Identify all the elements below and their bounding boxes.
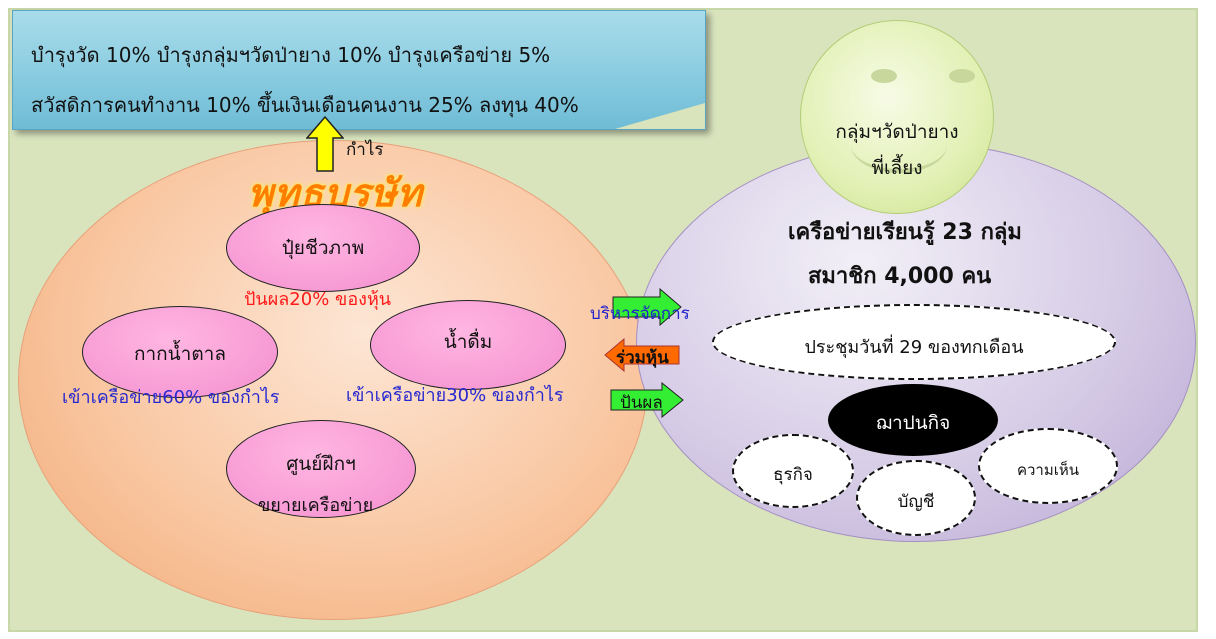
meeting-ellipse: ประชุมวันที่ 29 ของทกเดือน xyxy=(712,304,1116,380)
unit-training: ศูนย์ฝึกฯ xyxy=(226,420,416,518)
mentor-group-role: พี่เลี้ยง xyxy=(871,157,923,179)
allocation-line-2: สวัสดิการคนทำงาน 10% ขึ้นเงินเดือนคนงาน … xyxy=(31,93,579,117)
mentor-group-name: กลุ่มฯวัดป่ายาง xyxy=(835,121,959,143)
business-label: ธุรกิจ xyxy=(773,465,813,485)
accounting-ellipse: บัญชี xyxy=(856,460,976,536)
unit-fertilizer-note: ปันผล20% ของหุ้น xyxy=(244,289,392,310)
business-ellipse: ธุรกิจ xyxy=(732,434,854,508)
profit-up-arrow-icon xyxy=(306,116,344,172)
shares-left-arrow-icon xyxy=(604,338,680,372)
opinion-label: ความเห็น xyxy=(1016,461,1080,479)
smiley-right-eye xyxy=(949,69,975,83)
allocation-line-1: บำรุงวัด 10% บำรุงกลุ่มฯวัดป่ายาง 10% บำ… xyxy=(31,43,551,67)
accounting-label: บัญชี xyxy=(897,492,935,512)
banner-curl xyxy=(615,103,705,129)
network-members: สมาชิก 4,000 คน xyxy=(808,264,992,289)
unit-molasses: กากน้ำตาล xyxy=(82,306,278,398)
unit-molasses-note: เข้าเครือข่าย60% ของกำไร xyxy=(62,387,280,408)
smiley-mouth xyxy=(851,117,947,173)
profit-label: กำไร xyxy=(346,140,384,160)
mentor-group-circle: กลุ่มฯวัดป่ายาง พี่เลี้ยง xyxy=(800,20,994,214)
opinion-ellipse: ความเห็น xyxy=(978,428,1118,504)
dividend-right-arrow-icon xyxy=(610,382,684,418)
meeting-text: ประชุมวันที่ 29 ของทกเดือน xyxy=(804,337,1024,358)
unit-water-label: น้ำดื่ม xyxy=(443,331,493,353)
unit-water-note: เข้าเครือข่าย30% ของกำไร xyxy=(346,385,564,406)
unit-training-note: ขยายเครือข่าย xyxy=(258,495,374,516)
manage-flow-label: บริหารจัดการ xyxy=(590,304,690,324)
committee-ellipse: ฌาปนกิจ xyxy=(828,384,998,456)
dividend-flow-label: ปันผล xyxy=(620,393,663,413)
unit-molasses-label: กากน้ำตาล xyxy=(134,343,226,365)
manage-right-arrow-icon xyxy=(612,288,682,326)
unit-water: น้ำดื่ม xyxy=(370,300,566,390)
profit-allocation-banner: บำรุงวัด 10% บำรุงกลุ่มฯวัดป่ายาง 10% บำ… xyxy=(12,10,706,130)
unit-fertilizer-label: ปุ๋ยชีวภาพ xyxy=(281,237,365,259)
unit-training-label: ศูนย์ฝึกฯ xyxy=(286,453,356,475)
unit-fertilizer: ปุ๋ยชีวภาพ xyxy=(226,204,420,292)
network-title: เครือข่ายเรียนรู้ 23 กลุ่ม xyxy=(788,220,1022,245)
committee-label: ฌาปนกิจ xyxy=(875,412,951,434)
shares-flow-label: ร่วมหุ้น xyxy=(616,348,669,368)
smiley-left-eye xyxy=(871,69,897,83)
